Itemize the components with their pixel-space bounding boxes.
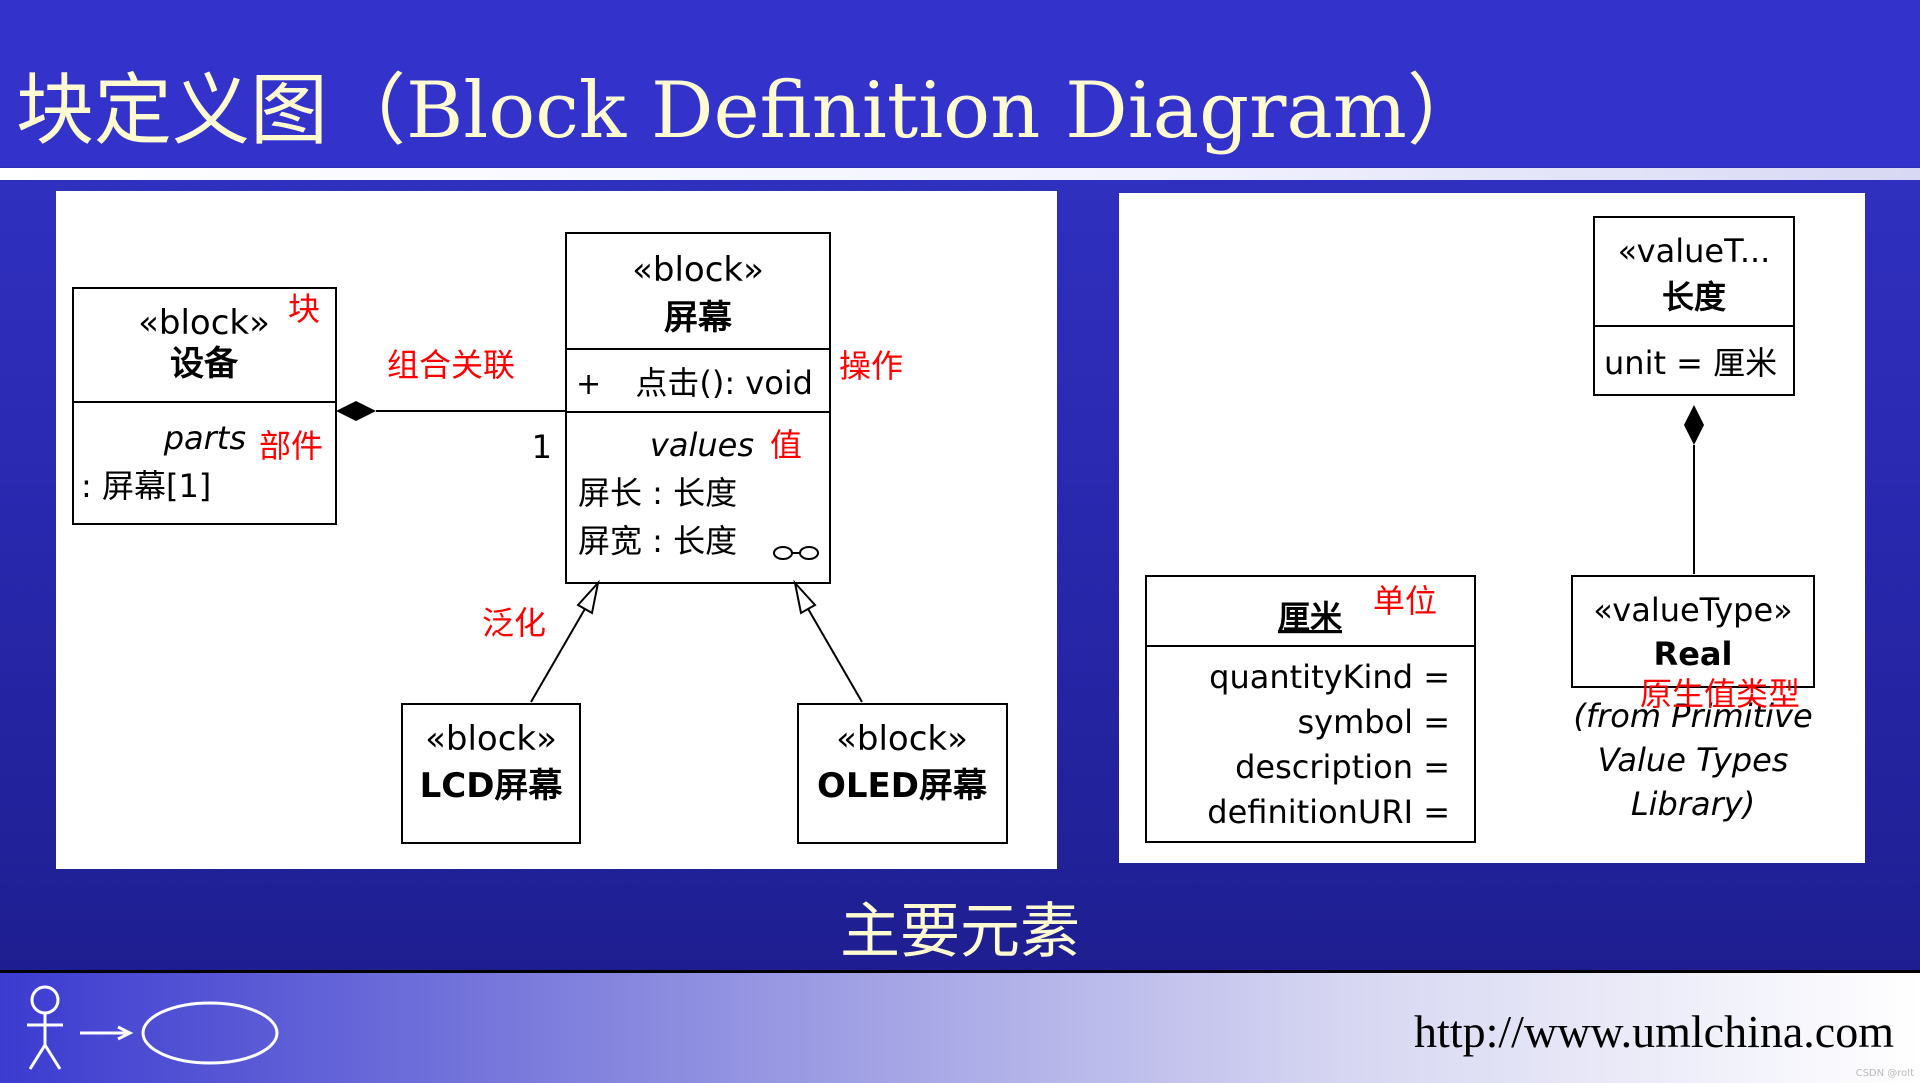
device-block-name: 设备 — [170, 344, 239, 384]
real-name: Real — [1654, 635, 1733, 673]
slide-caption: 主要元素 — [840, 897, 1080, 967]
generalization-arrowhead — [793, 579, 817, 615]
annotation-generalization: 泛化 — [482, 604, 546, 642]
unit-attr-symbol: symbol = — [1297, 703, 1450, 741]
real-valuetype-block[interactable]: «valueType» Real — [1571, 575, 1815, 688]
usecase-logo-icon — [27, 985, 279, 1070]
oled-block[interactable]: «block» OLED屏幕 — [797, 703, 1008, 844]
annotation-unit: 单位 — [1373, 582, 1437, 620]
generalization-lcd[interactable] — [530, 579, 600, 703]
unit-block-name: 厘米 — [1278, 598, 1342, 636]
value-screen-length: 屏长 : 长度 — [578, 474, 737, 512]
oled-block-name: OLED屏幕 — [817, 766, 988, 806]
length-valuetype-block[interactable]: «valueT... 长度 unit = 厘米 — [1593, 216, 1795, 396]
screen-block-stereotype: «block» — [632, 250, 764, 290]
lcd-block[interactable]: «block» LCD屏幕 — [401, 703, 581, 844]
device-block[interactable]: «block» 设备 parts : 屏幕[1] — [72, 287, 337, 525]
annotation-part: 部件 — [259, 427, 323, 465]
oled-block-stereotype: «block» — [836, 719, 968, 759]
real-stereotype: «valueType» — [1593, 591, 1793, 629]
left-diagram-canvas: «block» 设备 parts : 屏幕[1] 1 «block» 屏幕 + … — [72, 232, 1008, 844]
screen-block[interactable]: «block» 屏幕 + 点击(): void values 屏长 : 长度 屏… — [565, 232, 831, 584]
unit-attr-quantitykind: quantityKind = — [1209, 658, 1450, 696]
generalization-oled[interactable] — [793, 579, 863, 703]
annotation-operation: 操作 — [839, 347, 903, 385]
composition-association[interactable] — [336, 401, 566, 421]
annotation-block: 块 — [288, 290, 320, 328]
footer-bar: http://www.umlchina.com CSDN @rolt — [0, 970, 1920, 1083]
device-parts-label: parts — [163, 419, 246, 457]
footer-url[interactable]: http://www.umlchina.com — [1414, 1006, 1894, 1057]
watermark: CSDN @rolt — [1855, 1068, 1914, 1079]
length-name: 长度 — [1662, 278, 1726, 316]
screen-block-frame — [565, 232, 831, 584]
screen-block-name: 屏幕 — [664, 298, 733, 338]
multiplicity-label: 1 — [532, 428, 552, 466]
value-screen-width: 屏宽 : 长度 — [578, 522, 737, 560]
device-part-screen: : 屏幕[1] — [81, 467, 211, 505]
unit-attr-description: description = — [1235, 748, 1450, 786]
left-diagram-panel: «block» 设备 parts : 屏幕[1] 1 «block» 屏幕 + … — [56, 191, 1057, 869]
values-label: values — [650, 426, 754, 464]
title-divider — [0, 168, 1920, 180]
chain-icon — [773, 546, 819, 560]
real-library-note-2: Value Types — [1598, 741, 1789, 779]
title-bar: 块定义图（Block Definition Diagram） — [0, 0, 1920, 166]
composition-length-real[interactable] — [1684, 405, 1704, 574]
composition-diamond — [336, 401, 376, 421]
lcd-block-name: LCD屏幕 — [420, 766, 564, 806]
annotation-composition: 组合关联 — [387, 346, 515, 384]
device-block-frame — [72, 287, 337, 525]
real-library-note-1: (from Primitive — [1573, 697, 1812, 735]
device-block-stereotype: «block» — [138, 303, 270, 343]
operation-click: 点击(): void — [635, 364, 813, 402]
generalization-arrowhead — [576, 579, 600, 615]
annotation-primitive: 原生值类型 — [1640, 675, 1800, 713]
lcd-block-stereotype: «block» — [425, 719, 557, 759]
annotation-value: 值 — [770, 426, 802, 464]
composition-diamond — [1684, 405, 1704, 445]
slide-title: 块定义图（Block Definition Diagram） — [16, 66, 1485, 156]
unit-attr-definitionuri: definitionURI = — [1207, 793, 1450, 831]
operation-visibility: + — [576, 367, 601, 402]
real-library-note-3: Library) — [1631, 785, 1755, 823]
unit-block[interactable]: 厘米 quantityKind = symbol = description =… — [1145, 575, 1476, 843]
right-diagram-canvas: «valueT... 长度 unit = 厘米 厘米 quantityKind … — [1145, 216, 1815, 843]
length-unit-attribute: unit = 厘米 — [1604, 344, 1777, 382]
length-stereotype: «valueT... — [1618, 232, 1771, 270]
right-diagram-panel: «valueT... 长度 unit = 厘米 厘米 quantityKind … — [1119, 193, 1865, 863]
